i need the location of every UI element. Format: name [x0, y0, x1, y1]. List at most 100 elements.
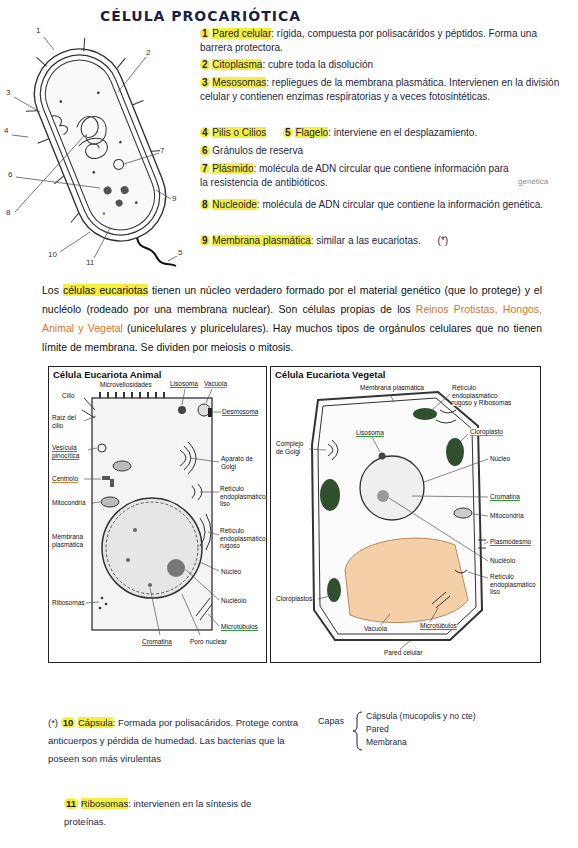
leader-line: [318, 596, 330, 599]
label-text: Cloroplastos: [276, 595, 312, 602]
animal-cell-drawing: [148, 583, 152, 587]
callout-number: 7: [160, 146, 164, 155]
label-text: Flagelo: [295, 127, 328, 138]
bacterium-drawing: [59, 100, 62, 103]
label-text: Núcleo: [221, 568, 241, 575]
text-block: Cromatina: [142, 638, 172, 646]
bacterium-drawing: [21, 35, 179, 254]
text-block: Aparato de Golgi: [221, 455, 261, 470]
label-text: Nucléolo: [221, 597, 246, 604]
leader-line: [86, 602, 99, 603]
leader-line: [12, 135, 28, 137]
callout-number: 6: [8, 170, 12, 179]
leader-line: [484, 542, 488, 544]
animal-cell-drawing: [100, 392, 164, 398]
leader-line: [15, 136, 84, 212]
label-text: Plásmido: [212, 163, 253, 174]
bacterium-drawing: [35, 50, 165, 241]
text-block: Microtúbulos: [221, 623, 258, 631]
text-block: 8: [6, 208, 10, 217]
leader-line: [213, 412, 221, 413]
animal-cell-drawing: [102, 476, 110, 480]
label-text: células eucariotas: [63, 284, 148, 296]
text-block: (*) 10 Cápsula: Formada por polisacárido…: [48, 714, 306, 768]
label-text: (*): [438, 235, 449, 246]
leader-line: [473, 514, 488, 516]
label-text: Aparato de Golgi: [221, 455, 253, 470]
text-block: 4 Pilis o Cilios 5 Flagelo: interviene e…: [200, 126, 565, 140]
text-block: Cápsula (mucopolis y no cte): [366, 711, 476, 721]
text-block: genética: [518, 177, 548, 187]
bacterium-drawing: [29, 43, 172, 247]
leader-line: [390, 394, 394, 402]
bacterium-drawing: [78, 134, 110, 163]
callout-number: 4: [200, 127, 210, 138]
text-block: Retículo endoplasmático liso: [490, 573, 536, 596]
leader-line: [412, 496, 488, 497]
callout-number: 11: [64, 798, 78, 809]
label-text: : molécula de ADN circular que contiene …: [257, 199, 543, 210]
text-block: 8 Nucleoide: molécula de ADN circular qu…: [200, 198, 565, 212]
callout-number: 7: [200, 163, 210, 174]
animal-cell-drawing: [105, 603, 108, 606]
plant-cell-drawing: [455, 570, 467, 573]
leader-line: [84, 479, 101, 480]
label-text: Cápsula: [78, 717, 113, 728]
leader-line: [186, 570, 219, 600]
label-text: Pared celular: [384, 649, 422, 656]
flagellum: [137, 238, 176, 266]
leader-line: [12, 37, 177, 261]
leader-line: [150, 588, 160, 635]
leader-line: [430, 608, 438, 622]
label-text: Nucleoide: [212, 199, 256, 210]
leader-line: [92, 502, 100, 503]
label-text: Mitocondria: [52, 499, 86, 506]
text-block: Poro nuclear: [190, 638, 227, 646]
plant-cell-drawing: [379, 453, 386, 460]
plant-cell-drawing: [320, 479, 340, 511]
leader-line: [84, 416, 96, 421]
bacterium-drawing: [97, 91, 100, 94]
label-text: Retículo endoplasmático rugoso y Ribosom…: [452, 384, 511, 406]
plant-cell-drawing: [312, 392, 482, 640]
label-text: Desmosoma: [222, 408, 258, 416]
text-block: Lisosoma: [356, 429, 384, 437]
text-block: Núcleo: [490, 455, 510, 463]
label-text: Ribosomas: [81, 798, 129, 809]
bacterium-drawing: [102, 212, 105, 215]
animal-cell-drawing: [113, 461, 131, 471]
text-block: Retículo endoplasmático rugoso y Ribosom…: [452, 384, 512, 407]
label-text: Pilis o Cilios: [212, 127, 266, 138]
leader-line: [84, 389, 221, 635]
bacterium-drawing: [102, 185, 112, 195]
text-block: 2 Citoplasma: cubre toda la disolución: [200, 58, 565, 72]
label-text: Gránulos de reserva: [212, 145, 303, 156]
label-text: Complejo de Golgi: [276, 440, 303, 455]
callout-number: 10: [61, 717, 76, 728]
text-block: 9 Membrana plasmática: similar a las euc…: [200, 234, 565, 248]
text-block: 9: [172, 194, 176, 203]
animal-cell-drawing: [99, 607, 102, 610]
label-text: Vacuola: [364, 625, 387, 632]
leader-line: [124, 153, 159, 164]
label-text: Raíz del cilio: [52, 414, 76, 429]
label-text: Cloroplasto: [470, 428, 503, 436]
label-text: Cromatina: [490, 493, 520, 501]
label-text: Cilio: [62, 392, 75, 399]
bacterium-drawing: [52, 112, 70, 136]
leader-line: [400, 641, 410, 649]
text-block: 11: [86, 258, 94, 267]
plant-cell-drawing: [327, 578, 341, 602]
text-block: Cloroplasto: [470, 428, 503, 436]
callout-number: 5: [178, 248, 182, 257]
text-block: Vesícula pinocítica: [52, 444, 88, 459]
leader-line: [60, 232, 90, 252]
plant-cell-drawing: [318, 398, 476, 634]
plant-cell-drawing: [436, 410, 456, 423]
callout-number: 1: [200, 28, 210, 39]
bacterium-drawing: [115, 199, 124, 208]
label-text: Capas: [318, 716, 344, 726]
text-block: Membrana plasmática: [360, 384, 424, 392]
label-text: : cubre toda la disolución: [262, 59, 373, 70]
